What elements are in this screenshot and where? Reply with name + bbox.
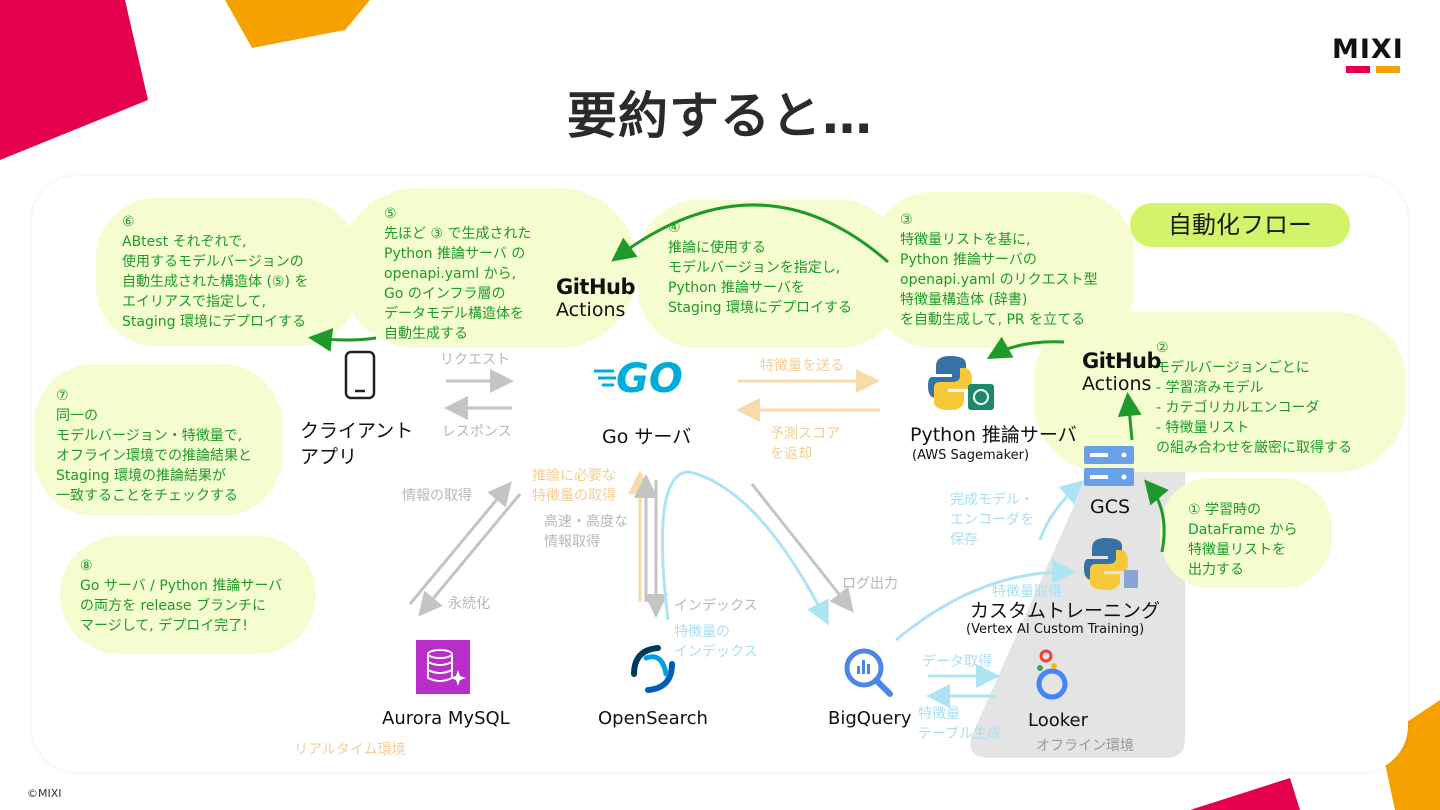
copyright: ©MIXI (27, 787, 62, 800)
edge-feature-fetch: 特徴量取得 (992, 584, 1062, 600)
edge-log-output: ログ出力 (842, 576, 898, 592)
page-title: 要約すると… (567, 87, 873, 145)
go-server-label: Go サーバ (602, 426, 692, 448)
edge-needed-features: 推論に必要な 特徴量の取得 (532, 468, 616, 504)
go-logo-icon: GO (594, 356, 694, 402)
bubble-2-text: ② モデルバージョンごとに - 学習済みモデル - カテゴリカルエンコーダ - … (1156, 340, 1352, 456)
edge-return-score: 予測スコア を返却 (770, 426, 840, 462)
client-app-label: クライアント アプリ (300, 420, 414, 468)
bigquery-label: BigQuery (828, 708, 912, 729)
actions-top-label: Actions (556, 299, 626, 321)
bubble-4-text: ④ 推論に使用する モデルバージョンを指定し, Python 推論サーバを St… (668, 220, 852, 316)
actions-right-label: Actions (1082, 373, 1152, 395)
logo-bar-red (1346, 66, 1370, 73)
bigquery-icon (844, 648, 893, 697)
bubble-6 (96, 198, 358, 346)
python-sagemaker-icon (928, 356, 994, 410)
github-right-label: GitHub (1082, 349, 1162, 373)
custom-training-label: カスタムトレーニング (970, 600, 1161, 622)
gcs-label: GCS (1090, 496, 1131, 518)
edge-response: レスポンス (442, 424, 512, 440)
bubble-5 (338, 188, 638, 348)
bubble-8-text: ⑧ Go サーバ / Python 推論サーバ の両方を release ブラン… (80, 558, 283, 634)
opensearch-label: OpenSearch (598, 708, 708, 729)
python-training-icon (1084, 538, 1138, 590)
edge-index: インデックス (674, 598, 758, 614)
bubble-1 (1160, 478, 1332, 588)
aurora-mysql-label: Aurora MySQL (382, 708, 510, 729)
smartphone-icon (344, 350, 376, 400)
edge-save-model: 完成モデル・ エンコーダを 保存 (950, 492, 1034, 548)
edge-feature-table: 特徴量 テーブル生成 (918, 706, 1002, 742)
edge-request: リクエスト (440, 352, 510, 368)
python-server-sub: (AWS Sagemaker) (912, 448, 1030, 463)
realtime-env-label: リアルタイム環境 (294, 742, 406, 758)
aurora-mysql-icon (416, 640, 470, 694)
looker-label: Looker (1028, 710, 1088, 731)
bubble-4 (638, 200, 900, 348)
github-actions-right: GitHub Actions (1082, 349, 1162, 396)
bubble-5-text: ⑤ 先ほど ③ で生成された Python 推論サーバ の openapi.ya… (384, 206, 532, 342)
github-actions-top: GitHub Actions (556, 275, 636, 322)
auto-flow-badge: 自動化フロー (1130, 203, 1350, 247)
mixi-logo: MIXI (1332, 34, 1404, 65)
edge-feature-index: 特徴量の インデックス (674, 624, 758, 660)
bubble-6-text: ⑥ ABtest それぞれで, 使用するモデルバージョンの 自動生成された構造体… (122, 214, 309, 330)
edge-data-fetch: データ取得 (922, 654, 992, 670)
bubble-8 (60, 536, 316, 654)
go-logo-text: GO (616, 356, 683, 402)
opensearch-icon (631, 645, 675, 693)
logo-bar-orange (1376, 66, 1400, 73)
edge-info-fetch: 情報の取得 (402, 488, 472, 504)
bubble-3-text: ③ 特徴量リストを基に, Python 推論サーバの openapi.yaml … (900, 212, 1098, 328)
bubble-7-text: ⑦ 同一の モデルバージョン・特徴量で, オフライン環境での推論結果と Stag… (56, 388, 252, 504)
custom-training-sub: (Vertex AI Custom Training) (966, 622, 1145, 637)
python-server-label: Python 推論サーバ (910, 424, 1077, 446)
gcs-storage-icon (1084, 446, 1134, 486)
edge-fast-fetch: 高速・高度な 情報取得 (544, 514, 628, 550)
edge-send-features: 特徴量を送る (760, 358, 844, 374)
edge-persist: 永続化 (448, 596, 490, 612)
offline-env-label: オフライン環境 (1036, 738, 1134, 754)
bubble-2 (1034, 312, 1406, 472)
bubble-1-text: ① 学習時の DataFrame から 特徴量リストを 出力する (1188, 502, 1298, 578)
bubble-7 (34, 364, 282, 516)
looker-icon (1036, 649, 1068, 700)
github-top-label: GitHub (556, 275, 636, 299)
